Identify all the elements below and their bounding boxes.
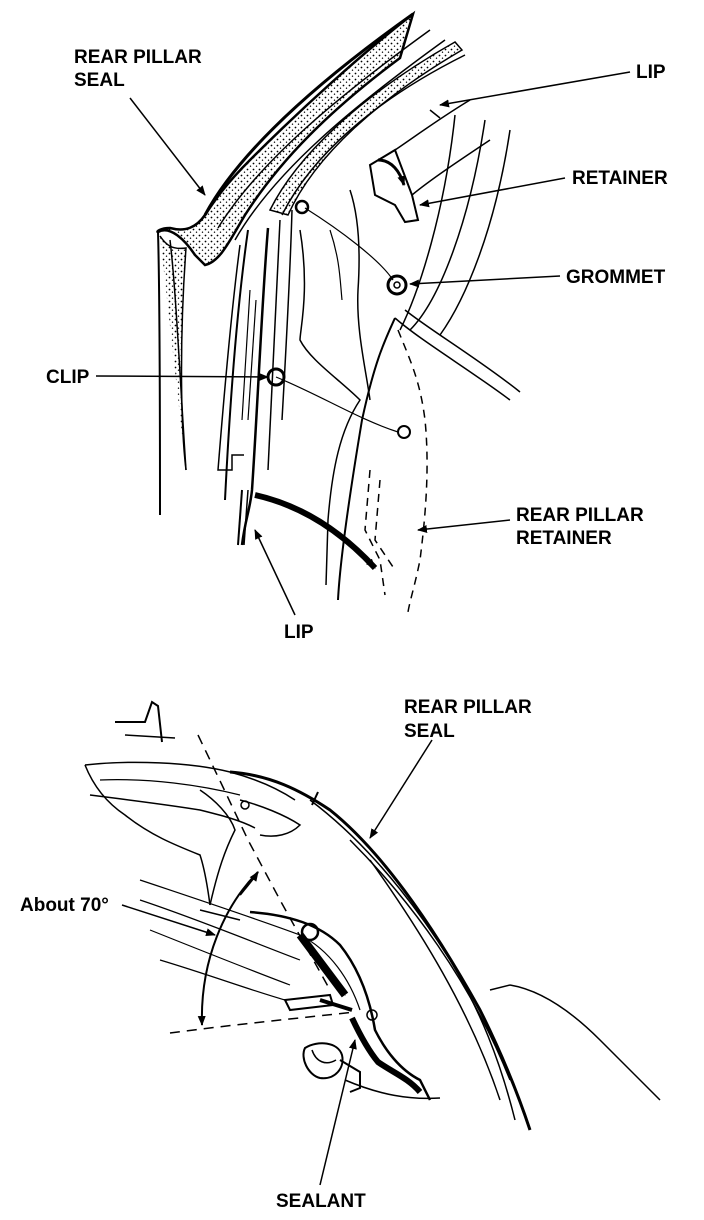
angle-arc [197,871,259,1026]
label-sealant: SEALANT [276,1191,366,1212]
label-rear-pillar-seal-top-line2: SEAL [74,70,125,91]
top-leaders [95,71,631,616]
label-lip-bottom: LIP [284,622,314,643]
label-grommet: GROMMET [566,267,666,288]
label-retainer: RETAINER [572,168,668,189]
label-rear-pillar-seal-bottom-line2: SEAL [404,721,455,742]
label-lip-top: LIP [636,62,666,83]
label-angle: About 70° [20,895,109,916]
sealant-shape [349,1016,423,1095]
label-clip: CLIP [46,367,90,388]
label-rear-pillar-seal-bottom-line1: REAR PILLAR [404,697,532,718]
label-rear-pillar-seal-top-line1: REAR PILLAR [74,47,202,68]
rear-pillar-seal-shape [156,10,416,267]
bottom-figure [84,700,661,1131]
grommet-shape [386,274,408,296]
top-figure [156,10,521,613]
bottom-leaders [121,739,433,1186]
label-rear-pillar-retainer-line1: REAR PILLAR [516,505,644,526]
label-rear-pillar-retainer-line2: RETAINER [516,528,612,549]
